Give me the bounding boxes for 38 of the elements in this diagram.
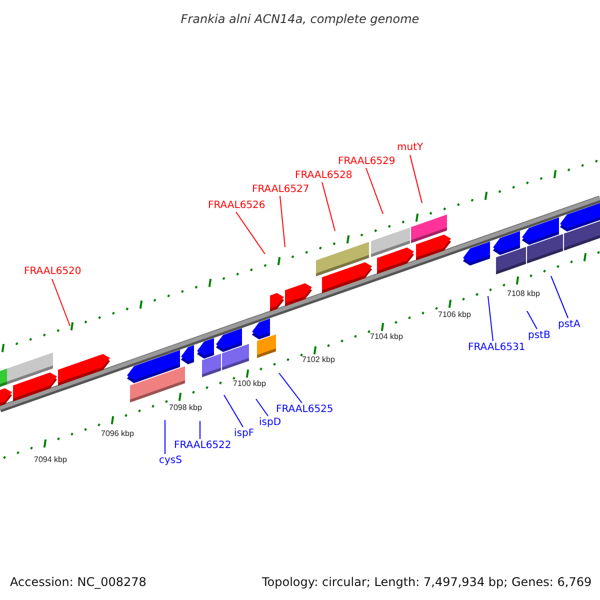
leader-line xyxy=(52,278,70,326)
gene-label: FRAAL6531 xyxy=(468,342,526,354)
gene-label: mutY xyxy=(397,142,424,154)
leader-line xyxy=(488,296,494,342)
position-label: 7102 kbp xyxy=(302,355,335,365)
position-label: 7100 kbp xyxy=(233,379,266,389)
position-label: 7098 kbp xyxy=(169,403,202,413)
leader-line xyxy=(236,212,266,254)
leader-line xyxy=(164,420,166,454)
gene-label: FRAAL6526 xyxy=(208,200,266,212)
diagram-title: Frankia alni ACN14a, complete genome xyxy=(180,11,420,28)
leader-line xyxy=(256,398,268,416)
leader-line xyxy=(526,310,538,330)
position-label: 7106 kbp xyxy=(438,310,471,320)
gene-label: FRAAL6525 xyxy=(276,404,334,416)
gene-label: cysS xyxy=(159,455,182,467)
gene-label: ispF xyxy=(234,428,254,440)
leader-line xyxy=(410,154,422,204)
leader-line xyxy=(224,394,244,428)
gene-label: FRAAL6527 xyxy=(252,184,310,196)
position-label: 7094 kbp xyxy=(34,455,67,465)
gene-label: FRAAL6528 xyxy=(295,170,352,182)
leader-line xyxy=(322,182,336,232)
gene-label: pstA xyxy=(558,319,580,331)
gene-label: pstB xyxy=(528,330,550,342)
footer-text: Accession: NC_008278 xyxy=(10,575,146,589)
position-label: 7096 kbp xyxy=(101,429,134,439)
gene-label: ispD xyxy=(259,417,282,429)
leader-line xyxy=(550,276,568,318)
gene-label: FRAAL6522 xyxy=(174,440,232,452)
footer-text: Topology: circular; Length: 7,497,934 bp; Genes: 6,769 xyxy=(262,575,592,589)
position-label: 7104 kbp xyxy=(370,332,403,342)
leader-line xyxy=(278,372,302,404)
leader-line xyxy=(366,168,384,214)
gene-label: FRAAL6529 xyxy=(338,156,396,168)
leader-line xyxy=(280,196,286,248)
position-label: 7108 kbp xyxy=(507,289,540,299)
gene-label: FRAAL6520 xyxy=(24,266,82,278)
